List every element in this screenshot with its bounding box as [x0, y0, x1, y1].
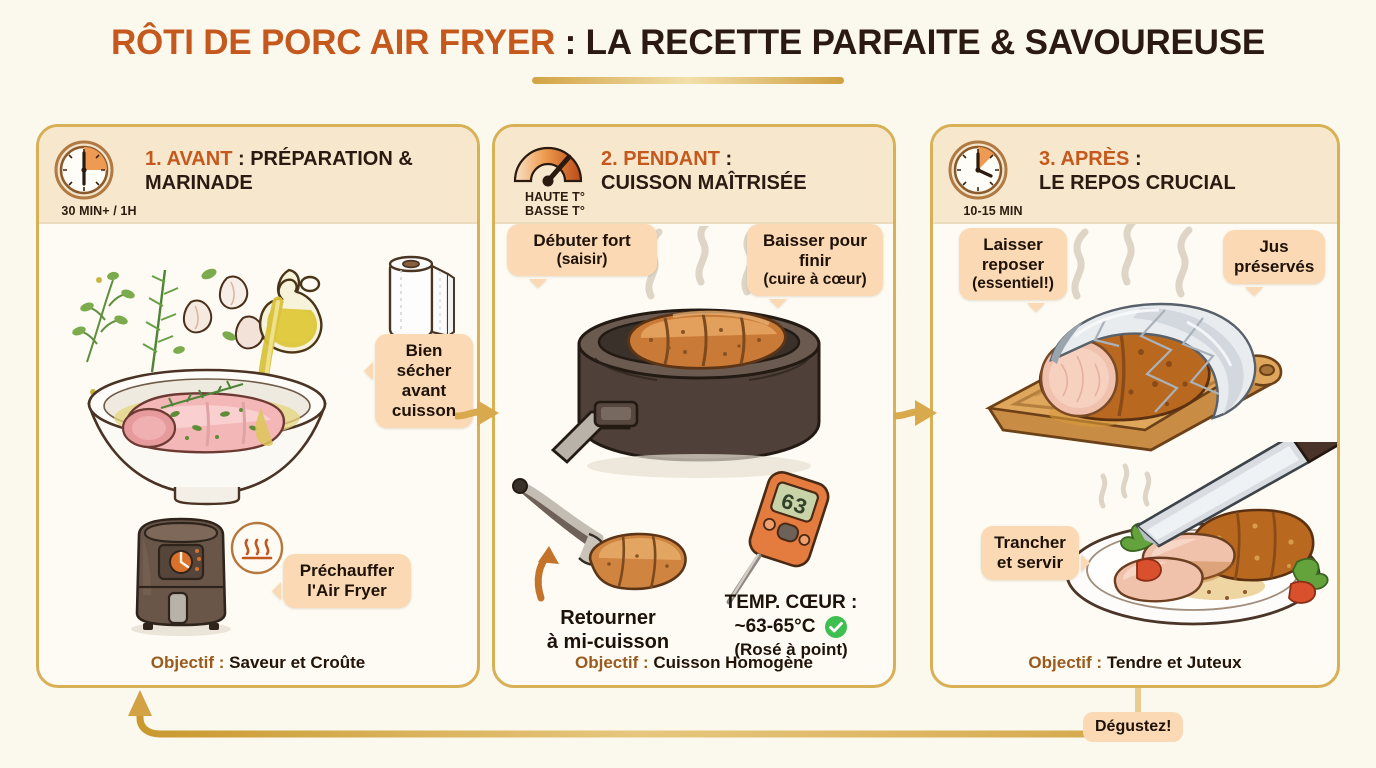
title-divider-rule: [532, 76, 844, 84]
rest-callout-text: Laisser reposer: [981, 235, 1045, 275]
panel-3-step-name: LE REPOS CRUCIAL: [1039, 172, 1236, 194]
panel-2-temp-low: BASSE T°: [525, 204, 585, 219]
panel-3-objectif-label: Objectif: [1028, 653, 1092, 672]
preheat-callout: Préchauffer l'Air Fryer: [272, 554, 411, 609]
panel-1-step-name: PRÉPARATION & MARINADE: [145, 148, 413, 194]
check-circle-icon: [824, 615, 847, 638]
panel-2-body: Débuter fort (saisir) Baisser pour finir…: [495, 224, 893, 685]
start-high-callout-text: Débuter fort: [533, 231, 631, 250]
knife-illustration: [1134, 442, 1337, 548]
dry-meat-callout-text: Bien sécher avant cuisson: [391, 341, 457, 421]
loop-label: Dégustez!: [1083, 712, 1184, 742]
air-fryer-illustration: [131, 517, 231, 636]
panel-step-avant: 30 MIN+ / 1H 1. AVANT : PRÉPARATION & MA…: [36, 124, 480, 688]
panel-2-title: 2. PENDANT : CUISSON MAÎTRISÉE: [601, 139, 807, 195]
core-temp-label: TEMP. CŒUR :: [724, 592, 858, 613]
panel-2-step-number: 2. PENDANT: [601, 148, 720, 170]
rest-callout: Laisser reposer (essentiel!): [959, 228, 1067, 313]
panel-1-header: 30 MIN+ / 1H 1. AVANT : PRÉPARATION & MA…: [39, 127, 477, 224]
panel-1-separator: :: [232, 148, 251, 170]
panel-2-header: HAUTE T° BASSE T° 2. PENDANT : CUISSON M…: [495, 127, 893, 224]
slice-serve-callout: Trancher et servir: [981, 526, 1090, 581]
juices-callout-text: Jus préservés: [1234, 237, 1315, 277]
panel-3-body: Laisser reposer (essentiel!) Jus préserv…: [933, 224, 1337, 685]
panel-1-step-number: 1. AVANT: [145, 148, 233, 170]
panel-step-apres: 10-15 MIN 3. APRÈS : LE REPOS CRUCIAL: [930, 124, 1340, 688]
panel-1-body: Bien sécher avant cuisson: [39, 224, 477, 685]
juices-callout: Jus préservés: [1223, 230, 1325, 297]
panel-3-title: 3. APRÈS : LE REPOS CRUCIAL: [1039, 139, 1236, 195]
panel-2-objectif-sep: :: [638, 653, 654, 672]
temperature-gauge-icon: [513, 146, 583, 187]
preheat-callout-text: Préchauffer l'Air Fryer: [299, 561, 395, 601]
panel-2-objectif-value: Cuisson Homogène: [653, 653, 814, 672]
core-temp-annotation: TEMP. CŒUR : ~63-65°C (Rosé à point): [691, 592, 891, 659]
connector-arrow-1-to-2: [455, 400, 499, 426]
panel-3-objectif-sep: :: [1091, 653, 1107, 672]
panel-2-objectif-label: Objectif: [574, 653, 639, 672]
panel-1-objectif-sep: :: [214, 653, 230, 672]
page-title-accent: RÔTI DE PORC AIR FRYER: [110, 23, 556, 62]
core-temp-value: ~63-65°C: [734, 615, 816, 637]
panel-3-duration: 10-15 MIN: [963, 204, 1023, 218]
steam-icon: [645, 226, 759, 300]
page-title-separator: :: [555, 23, 586, 62]
panel-3-header: 10-15 MIN 3. APRÈS : LE REPOS CRUCIAL: [933, 127, 1337, 224]
lower-heat-callout-text: Baisser pour finir: [763, 231, 867, 271]
panel-1-title: 1. AVANT : PRÉPARATION & MARINADE: [145, 139, 467, 195]
page-title: RÔTI DE PORC AIR FRYER : LA RECETTE PARF…: [0, 23, 1376, 63]
panel-2-objectif: Objectif : Cuisson Homogène: [495, 653, 893, 673]
start-high-callout-sub: (saisir): [556, 251, 608, 269]
loop-label-text: Dégustez!: [1095, 718, 1172, 735]
panel-2-separator: :: [719, 148, 733, 170]
clock-icon: [54, 140, 114, 200]
turn-arrow-icon: [534, 546, 559, 602]
panel-3-icon-col: 10-15 MIN: [947, 139, 1039, 218]
rest-callout-sub: (essentiel!): [972, 275, 1054, 293]
heat-waves-icon: [230, 521, 284, 575]
panel-3-separator: :: [1129, 148, 1142, 170]
page-title-block: RÔTI DE PORC AIR FRYER : LA RECETTE PARF…: [0, 23, 1376, 84]
page-title-dark: LA RECETTE PARFAITE & SAVOUREUSE: [585, 23, 1266, 62]
panel-step-pendant: HAUTE T° BASSE T° 2. PENDANT : CUISSON M…: [492, 124, 896, 688]
panel-2-icon-col: HAUTE T° BASSE T°: [509, 139, 601, 219]
panel-2-temp-range: HAUTE T° BASSE T°: [509, 190, 601, 219]
garnish: [1120, 522, 1329, 604]
lower-heat-callout: Baisser pour finir (cuire à cœur): [747, 224, 883, 309]
panel-3-objectif: Objectif : Tendre et Juteux: [933, 653, 1337, 673]
core-temp-sub: (Rosé à point): [734, 639, 848, 659]
panel-2-temp-high: HAUTE T°: [525, 190, 585, 204]
panel-2-step-name: CUISSON MAÎTRISÉE: [601, 172, 807, 194]
start-high-callout: Débuter fort (saisir): [507, 224, 657, 289]
marinade-bowl-illustration: [72, 268, 327, 506]
connector-arrow-2-to-3: [893, 400, 937, 426]
sliced-roast-plate-illustration: [1065, 442, 1337, 626]
flip-annotation: Retourner à mi-cuisson: [513, 606, 703, 654]
foil-covered-roast-illustration: [984, 224, 1283, 452]
tongs-illustration: [512, 478, 687, 602]
panel-1-objectif-label: Objectif: [150, 653, 215, 672]
panel-1-objectif: Objectif : Saveur et Croûte: [39, 653, 477, 673]
air-fryer-basket-illustration: [550, 226, 821, 478]
paper-towel-roll-illustration: [388, 255, 455, 338]
flip-annotation-line1: Retourner: [560, 607, 656, 629]
panel-1-duration: 30 MIN+ / 1H: [61, 204, 137, 218]
steam-icon: [1071, 224, 1193, 300]
flip-annotation-line2: à mi-cuisson: [546, 631, 670, 653]
steam-icon: [1098, 463, 1152, 509]
panel-1-objectif-value: Saveur et Croûte: [229, 653, 366, 672]
panel-1-icon-col: 30 MIN+ / 1H: [53, 139, 145, 218]
panel-3-objectif-value: Tendre et Juteux: [1106, 653, 1242, 672]
slice-serve-callout-text: Trancher et servir: [994, 533, 1066, 573]
lower-heat-callout-sub: (cuire à cœur): [763, 271, 867, 289]
dry-meat-callout: Bien sécher avant cuisson: [364, 334, 473, 429]
panel-3-step-number: 3. APRÈS: [1039, 148, 1130, 170]
meat-thermometer-illustration: 63: [726, 471, 830, 605]
clock-icon: [948, 140, 1008, 200]
